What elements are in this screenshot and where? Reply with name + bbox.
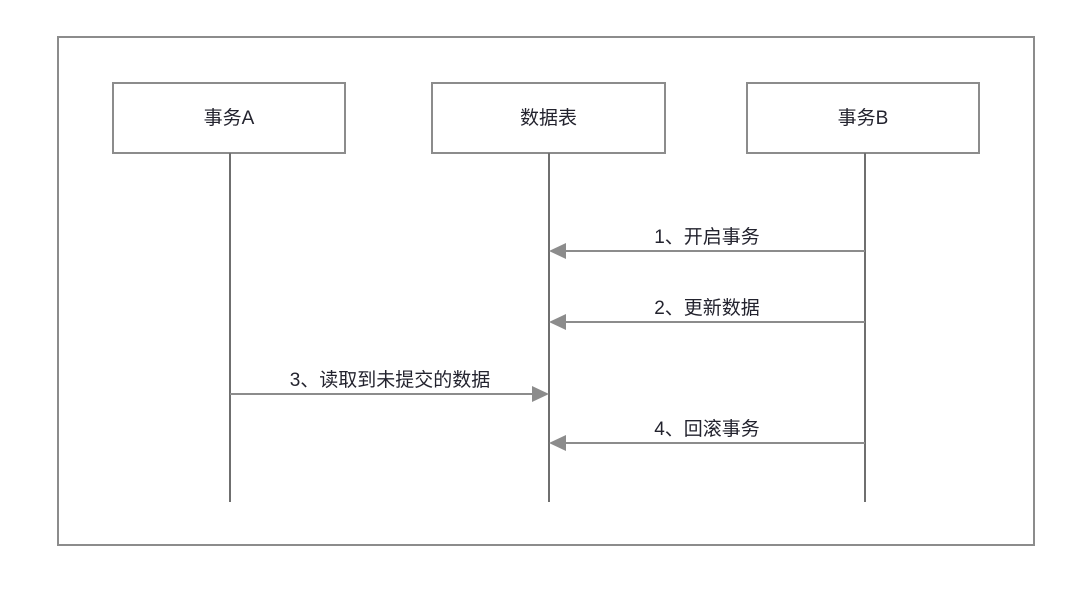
message-label-4: 4、回滚事务 [654,418,760,440]
lifeline-data-table: 数据表 [431,82,666,502]
lifeline-actor-b: 事务B [746,82,980,502]
messages-layer: 1、开启事务 2、更新数据 3、读取到未提交的数据 4、回滚事务 [230,226,865,451]
message-arrowhead-2 [549,314,566,330]
message-arrowhead-3 [532,386,549,402]
message-label-2: 2、更新数据 [654,297,760,319]
message-label-1: 1、开启事务 [654,226,760,248]
lifeline-box-data-table[interactable] [431,82,666,154]
message-arrowhead-1 [549,243,566,259]
message-2: 2、更新数据 [549,297,865,330]
message-4: 4、回滚事务 [549,418,865,451]
lifeline-actor-a: 事务A [112,82,346,502]
lifeline-box-actor-b[interactable] [746,82,980,154]
message-arrowhead-4 [549,435,566,451]
lifeline-label-actor-b: 事务B [838,107,889,129]
message-label-3: 3、读取到未提交的数据 [290,369,491,391]
lifeline-box-actor-a[interactable] [112,82,346,154]
lifelines-layer: 事务A 数据表 事务B [112,82,980,502]
lifeline-label-actor-a: 事务A [204,107,255,129]
message-1: 1、开启事务 [549,226,865,259]
lifeline-label-data-table: 数据表 [520,107,577,129]
message-3: 3、读取到未提交的数据 [230,369,549,402]
